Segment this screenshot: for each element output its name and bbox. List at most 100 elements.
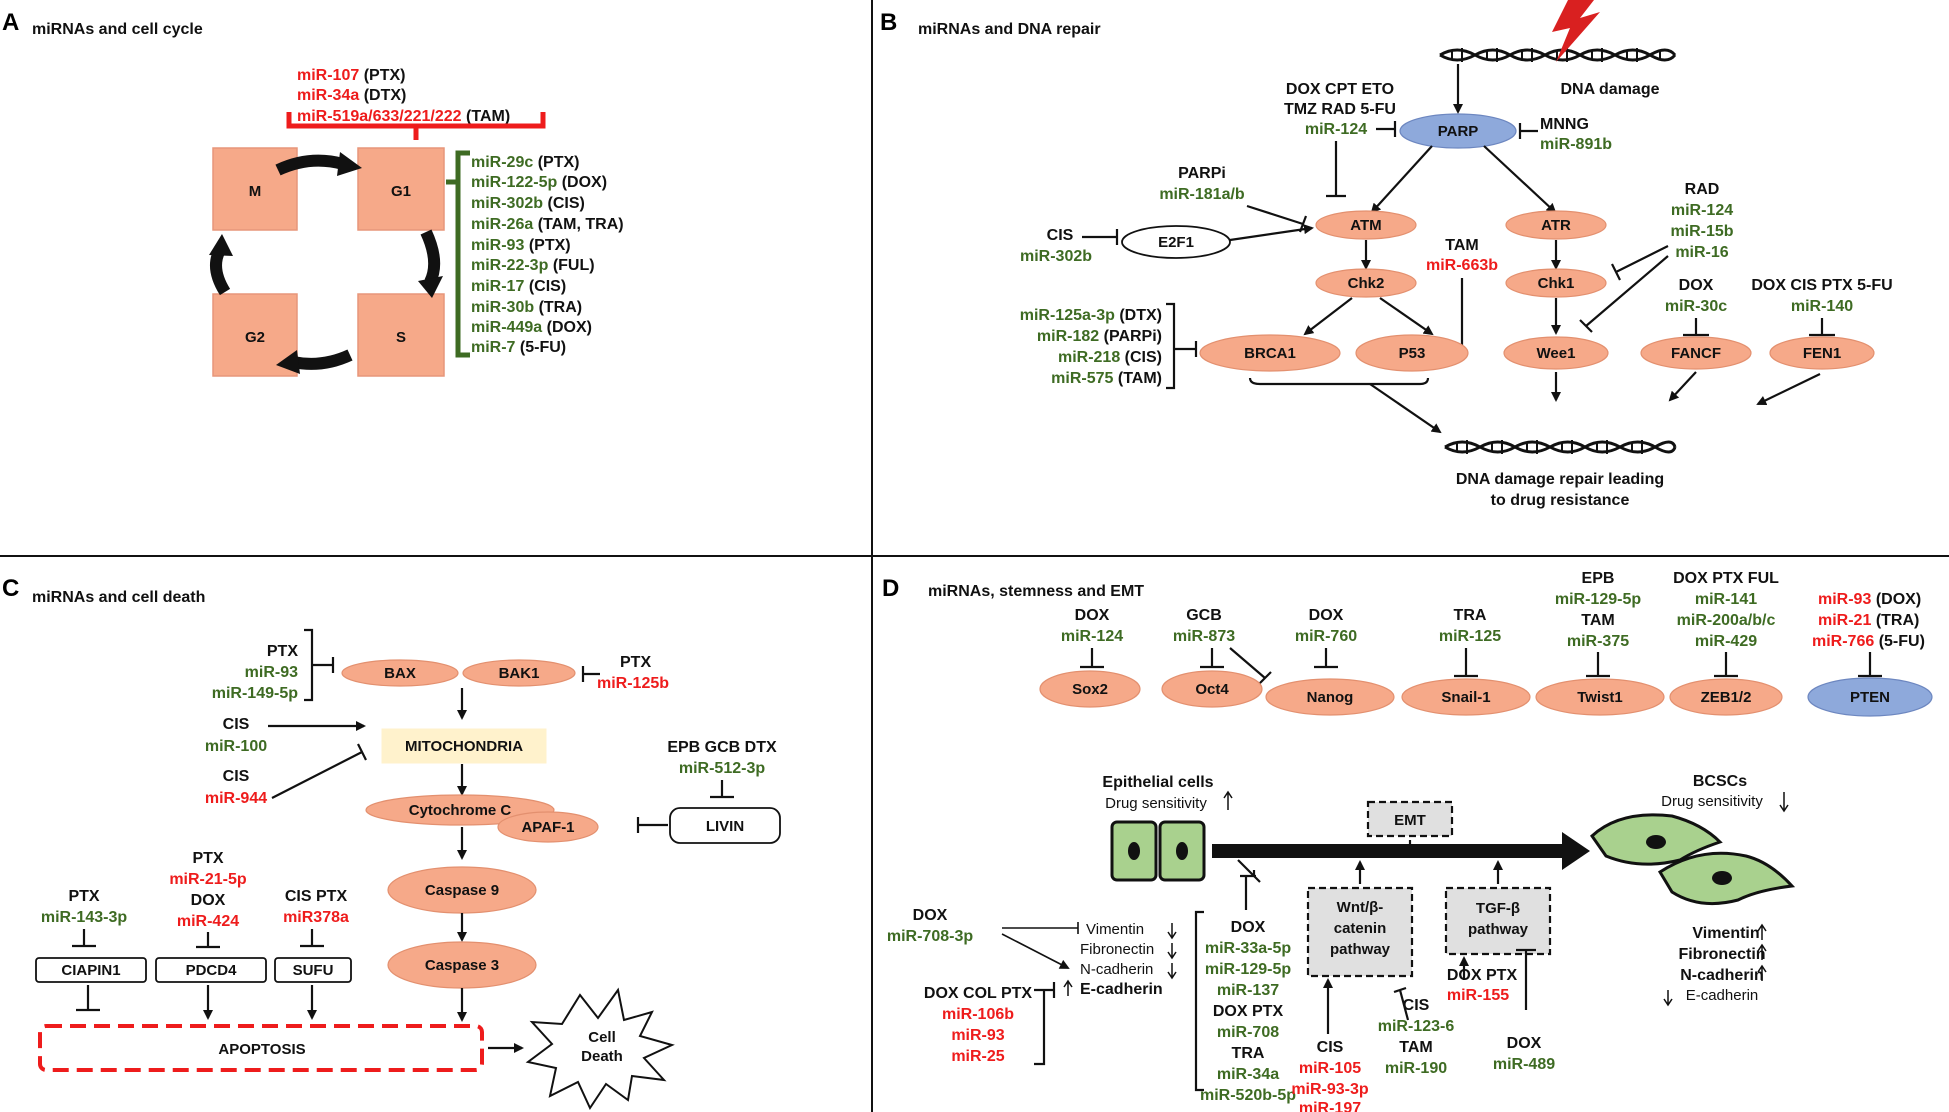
svg-text:miR-125a-3p (DTX): miR-125a-3p (DTX)	[1020, 307, 1162, 324]
inhibit-zeb	[1714, 652, 1738, 678]
panel-c-title: miRNAs and cell death	[32, 589, 205, 606]
panel-b-title: miRNAs and DNA repair	[918, 21, 1101, 38]
down-arrow-icon	[1779, 792, 1789, 813]
svg-text:miR-575 (TAM): miR-575 (TAM)	[1051, 370, 1162, 387]
mir149-label: miR-149-5p	[212, 685, 298, 702]
red-inhibition-bracket	[286, 112, 546, 140]
mir708-3p-label: miR-708-3p	[887, 928, 973, 945]
panel-a-letter: A	[2, 9, 19, 36]
mir891b-label: miR-891b	[1540, 136, 1612, 153]
mid-list-8: miR-520b-5p	[1200, 1087, 1296, 1104]
red-mirna-2: miR-34a (DTX)	[297, 87, 406, 104]
inhibit-mid-bar	[1237, 859, 1261, 883]
right-vimentin: Vimentin	[1692, 925, 1759, 942]
mir93-3p-label: miR-93-3p	[1291, 1081, 1369, 1098]
rad-label: RAD	[1685, 181, 1720, 198]
atr-node	[1505, 210, 1607, 240]
panel-a-title: miRNAs and cell cycle	[32, 21, 203, 38]
svg-text:miR-766 (5-FU): miR-766 (5-FU)	[1812, 633, 1925, 650]
arrow-fancf-repair	[1668, 371, 1697, 402]
epithelial-drug-sens: Drug sensitivity	[1105, 795, 1207, 812]
mir944-label: miR-944	[205, 790, 267, 807]
parp-label: PARP	[1438, 123, 1479, 140]
atm-label: ATM	[1350, 217, 1381, 234]
inhibit-mir143-ciapin	[72, 929, 96, 948]
brca1-node	[1199, 334, 1341, 372]
tam-d-label: TAM	[1399, 1039, 1432, 1056]
pten-label: PTEN	[1850, 689, 1890, 706]
dna-damage-label: DNA damage	[1561, 81, 1660, 98]
apoptosis-label: APOPTOSIS	[218, 1041, 305, 1058]
sox2-drug: DOX	[1075, 607, 1110, 624]
rad-mir124: miR-124	[1671, 202, 1733, 219]
mid-list-2: miR-129-5p	[1205, 961, 1291, 978]
mir106b-label: miR-106b	[942, 1006, 1014, 1023]
cisptx-label: CIS PTX	[285, 888, 348, 905]
twist-drug2: TAM	[1581, 612, 1614, 629]
nanog-label: Nanog	[1307, 689, 1354, 706]
mid-list-7: miR-34a	[1217, 1066, 1279, 1083]
inhibit-rad-chk1	[1611, 245, 1669, 281]
inhibit-vimentin	[1002, 922, 1079, 934]
phase-g1-label: G1	[391, 183, 411, 200]
fancf-label: FANCF	[1671, 345, 1721, 362]
tgf-box	[1444, 886, 1552, 956]
inhibit-nanog	[1314, 648, 1338, 669]
mir378-label: miR378a	[283, 909, 349, 926]
svg-text:miR-22-3p (FUL): miR-22-3p (FUL)	[471, 257, 595, 274]
green-inhibition-bracket	[446, 150, 470, 358]
cis-mir100-label: CIS	[223, 716, 250, 733]
bax-node	[341, 659, 459, 687]
mir100-label: miR-100	[205, 738, 267, 755]
cell-death-starburst	[525, 987, 675, 1111]
mid-mirna-list: DOX miR-33a-5p miR-129-5p miR-137 DOX PT…	[1200, 919, 1296, 1104]
cis-e2f1-label: CIS	[1047, 227, 1074, 244]
mir21-c-label: miR-21-5p	[169, 871, 247, 888]
nanog-node	[1265, 678, 1395, 716]
mnng-label: MNNG	[1540, 116, 1589, 133]
red-mirna-1: miR-107 (PTX)	[297, 67, 405, 84]
arrow-chk2-brca1	[1303, 297, 1353, 336]
inhibit-mir891b-parp	[1518, 123, 1538, 139]
nanog-mir: miR-760	[1295, 628, 1357, 645]
mir424-label: miR-424	[177, 913, 239, 930]
right-n-cadherin: N-cadherin	[1680, 967, 1764, 984]
phase-g2-label: G2	[245, 329, 265, 346]
wnt-line-1: Wnt/β-	[1337, 899, 1384, 916]
twist-mir: miR-129-5p	[1555, 591, 1641, 608]
dox-pdcd4-label: DOX	[191, 892, 226, 909]
twist1-node	[1535, 678, 1665, 716]
svg-text:miR-29c (PTX): miR-29c (PTX)	[471, 154, 579, 171]
zeb12-node	[1669, 678, 1783, 716]
svg-text:miR-26a (TAM, TRA): miR-26a (TAM, TRA)	[471, 216, 624, 233]
snail-mir: miR-125	[1439, 628, 1501, 645]
panel-b-letter: B	[880, 9, 897, 36]
mir140-label: miR-140	[1791, 298, 1853, 315]
brca-mirna-list: miR-125a-3p (DTX) miR-182 (PARPi) miR-21…	[1020, 307, 1162, 387]
p53-node	[1355, 334, 1469, 372]
bak1-label: BAK1	[499, 665, 540, 682]
zeb-mir3: miR-429	[1695, 633, 1757, 650]
inhibit-mir873-nanog	[1229, 647, 1272, 685]
inhibit-mir124-parp	[1376, 121, 1397, 137]
arrow-to-ecadherin	[1001, 933, 1070, 969]
cis-wnt-label: CIS	[1317, 1039, 1344, 1056]
cytochrome-c-node	[365, 794, 555, 826]
panel-a: A miRNAs and cell cycle miR-107 (PTX) mi…	[2, 9, 624, 377]
panel-d: D miRNAs, stemness and EMT DOX miR-124 S…	[882, 570, 1933, 1112]
oct4-node	[1161, 670, 1263, 708]
panel-c-letter: C	[2, 575, 19, 602]
svg-text:miR-17 (CIS): miR-17 (CIS)	[471, 278, 566, 295]
mir105-label: miR-105	[1299, 1060, 1361, 1077]
atr-label: ATR	[1541, 217, 1571, 234]
bcscs-label: BCSCs	[1693, 773, 1747, 790]
twist-drug: EPB	[1582, 570, 1615, 587]
mid-list-5: miR-708	[1217, 1024, 1279, 1041]
mid-list-bracket	[1194, 910, 1204, 1092]
mir663b-label: miR-663b	[1426, 257, 1498, 274]
panel-b: B miRNAs and DNA repair DNA damage PARP …	[880, 0, 1893, 509]
arrow-parp-atm	[1370, 145, 1433, 214]
inhibit-twist	[1586, 652, 1610, 678]
inhibit-mir125b-bak1	[581, 666, 600, 682]
